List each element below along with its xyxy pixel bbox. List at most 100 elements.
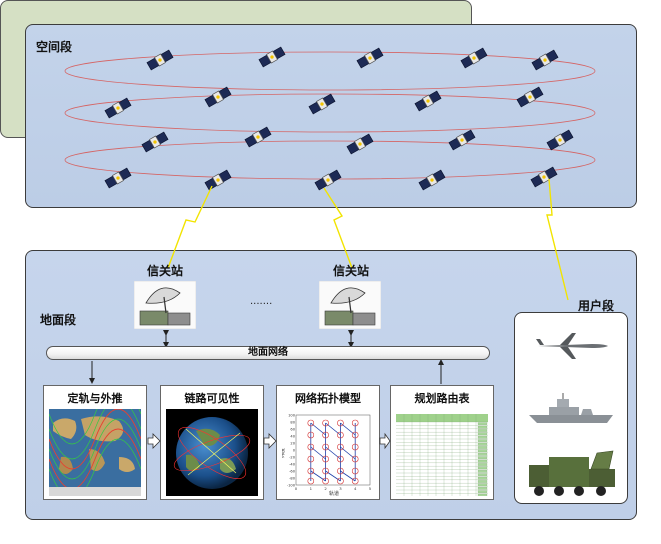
routing-table-image [396,409,488,496]
topology-ytick: -20 [289,456,296,460]
topology-node [322,467,329,475]
topology-node [337,455,344,463]
ground-segment-label: 地面段 [40,313,77,327]
topology-node [307,477,315,485]
step-title-topology: 网络拓扑模型 [295,392,361,405]
link-user [546,178,569,301]
routing-cell [477,442,488,446]
topology-node [351,477,359,485]
topology-node [337,477,344,485]
military-truck-icon [529,450,615,496]
topology-xtick: 5 [369,486,372,491]
topology-xtick: 3 [339,486,342,491]
topology-node [307,455,315,463]
gateway-station-right-icon [319,281,381,329]
topology-ytick: 0 [293,449,296,453]
topology-node [351,419,359,427]
ground-network-label: 地面网络 [248,347,288,358]
topology-ytick: 40 [290,435,295,439]
topology-node [351,431,359,439]
routing-cell [477,449,488,453]
routing-cell [477,436,488,439]
step-title-visibility: 链路可见性 [184,392,240,405]
topology-ytick: 100 [288,414,296,418]
topology-ytick: -40 [289,463,296,467]
gateway-right-label: 信关站 [333,264,370,278]
routing-cell [477,483,488,487]
orbit-ring-2 [64,93,596,133]
topology-node [351,443,359,451]
user-segment-label: 用户段 [578,299,615,313]
flow-arrow-3 [379,432,391,450]
routing-cell [477,432,488,436]
step-title-orbit: 定轨与外推 [67,392,123,405]
routing-cell [477,487,488,490]
ground-network-bar: 地面网络 [46,346,490,360]
topology-node [322,431,329,439]
routing-cell [477,439,488,442]
ground-track-map-image [49,409,141,496]
topology-node [307,443,315,451]
step-card-orbit: 定轨与外推 [43,385,147,500]
topology-xtick: 0 [295,486,298,491]
routing-cell [477,476,488,480]
uav-icon [536,333,608,359]
warship-icon [529,393,613,423]
topology-node [337,431,344,439]
link-gateway-left [167,185,213,269]
topology-xtick: 4 [354,486,357,491]
topology-node [351,467,359,475]
topology-ylabel: 纬度 [282,448,286,458]
link-gateway-right [323,187,353,269]
routing-cell [477,422,488,425]
routing-cell [477,446,488,449]
topology-ytick: -60 [289,470,296,474]
step-title-routing: 规划路由表 [414,392,470,405]
topology-node [322,455,329,463]
routing-cell [477,453,488,456]
topology-ytick: -80 [289,477,296,481]
topology-ytick: 80 [290,421,295,425]
routing-cell [477,456,488,459]
routing-cell [477,466,488,470]
routing-cell [477,473,488,476]
flow-arrow-1 [147,433,161,449]
user-segment-panel [514,312,628,504]
topology-node [307,419,315,427]
step-card-routing: 规划路由表 [390,385,494,500]
topology-node [337,467,344,475]
routing-cell [477,490,488,493]
topology-ytick: 60 [290,428,295,432]
topology-xtick: 2 [324,486,327,491]
topology-node [322,477,329,485]
routing-cell [477,459,488,463]
orbit-ring-1 [64,51,596,91]
topology-node [322,443,329,451]
topology-chart: -100 -80 -60 -40 -20 0 20 40 60 80 100 0 1 2 3 4 5 纬度 轨… [282,414,372,497]
earth-visibility-image [166,409,258,496]
topology-node [337,443,344,451]
topology-node [337,419,344,427]
topology-node [307,431,315,439]
gateway-station-left-icon [134,281,196,329]
routing-cell [477,493,488,496]
gateway-left-label: 信关站 [147,264,184,278]
topology-xlabel: 轨道 [329,490,339,496]
routing-cell [477,425,488,429]
space-segment-label: 空间段 [36,40,73,54]
routing-cell [477,470,488,473]
routing-cell [477,463,488,466]
flow-arrow-2 [263,433,277,449]
step-card-topology: 网络拓扑模型 -100 -80 -60 -40 -20 0 20 40 60 80 100 0 1 2 3… [276,385,380,500]
routing-cell [477,429,488,432]
gateway-ellipsis: ....... [250,296,273,307]
step-card-visibility: 链路可见性 [160,385,264,500]
topology-node [351,455,359,463]
topology-xtick: 1 [310,486,313,491]
topology-ytick: 20 [290,442,295,446]
topology-ytick: -100 [287,484,296,488]
routing-cell [477,480,488,483]
